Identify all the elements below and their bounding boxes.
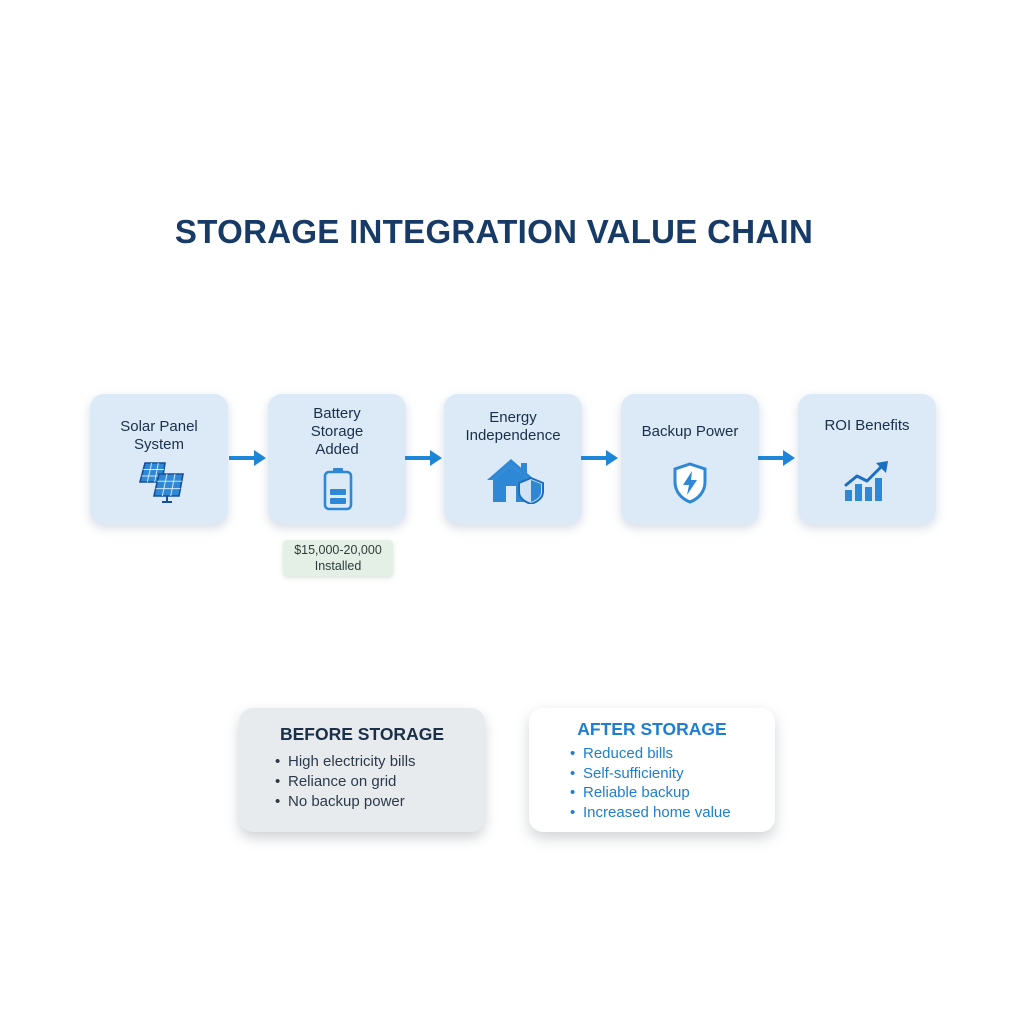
step-label-line: Storage	[310, 423, 364, 440]
growth-chart-icon	[844, 461, 888, 501]
list-item: Increased home value	[570, 803, 731, 823]
flow-arrow-icon	[229, 450, 266, 466]
step-label-line: Independence	[465, 427, 561, 444]
step-label: Battery Storage Added	[272, 405, 402, 459]
step-label-line: Battery	[313, 405, 361, 422]
step-label-line: Energy	[489, 409, 537, 426]
list-item: Reliable backup	[570, 783, 731, 803]
step-label: Energy Independence	[448, 409, 578, 445]
lightning-shield-icon	[673, 462, 707, 504]
list-item: Reliance on grid	[275, 772, 416, 792]
list-item: Self-sufficienity	[570, 764, 731, 784]
step-label-line: System	[133, 436, 184, 453]
step-battery-storage-added: Battery Storage Added	[268, 394, 406, 524]
step-energy-independence: Energy Independence	[444, 394, 582, 524]
card-heading: BEFORE STORAGE	[279, 724, 444, 744]
step-label-line: Added	[315, 441, 359, 458]
step-label-line: ROI Benefits	[824, 417, 910, 434]
house-shield-icon	[487, 459, 544, 504]
list-item: High electricity bills	[275, 752, 416, 772]
step-label: Solar Panel System	[94, 418, 224, 454]
after-storage-list: Reduced bills Self-sufficienity Reliable…	[570, 744, 731, 822]
flow-arrow-icon	[405, 450, 442, 466]
card-heading: AFTER STORAGE	[577, 719, 727, 739]
cost-amount: $15,000-20,000	[294, 543, 382, 557]
step-solar-panel-system: Solar Panel System	[90, 394, 228, 524]
before-storage-list: High electricity bills Reliance on grid …	[275, 752, 416, 812]
after-storage-card: AFTER STORAGE Reduced bills Self-suffici…	[529, 708, 775, 832]
step-roi-benefits: ROI Benefits	[798, 394, 936, 524]
flow-arrow-icon	[581, 450, 618, 466]
step-label-line: Backup Power	[641, 423, 739, 440]
list-item: No backup power	[275, 792, 416, 812]
list-item: Reduced bills	[570, 744, 731, 764]
flow-arrow-icon	[758, 450, 795, 466]
cost-tag: $15,000-20,000 Installed	[283, 540, 393, 576]
before-storage-card: BEFORE STORAGE High electricity bills Re…	[239, 708, 485, 832]
step-label: ROI Benefits	[802, 417, 932, 435]
solar-panel-icon	[138, 462, 184, 503]
page-title: STORAGE INTEGRATION VALUE CHAIN	[174, 213, 814, 250]
step-backup-power: Backup Power	[621, 394, 759, 524]
cost-note: Installed	[314, 558, 362, 573]
battery-icon	[323, 468, 353, 511]
step-label: Backup Power	[625, 423, 755, 441]
step-label-line: Solar Panel	[120, 418, 198, 435]
